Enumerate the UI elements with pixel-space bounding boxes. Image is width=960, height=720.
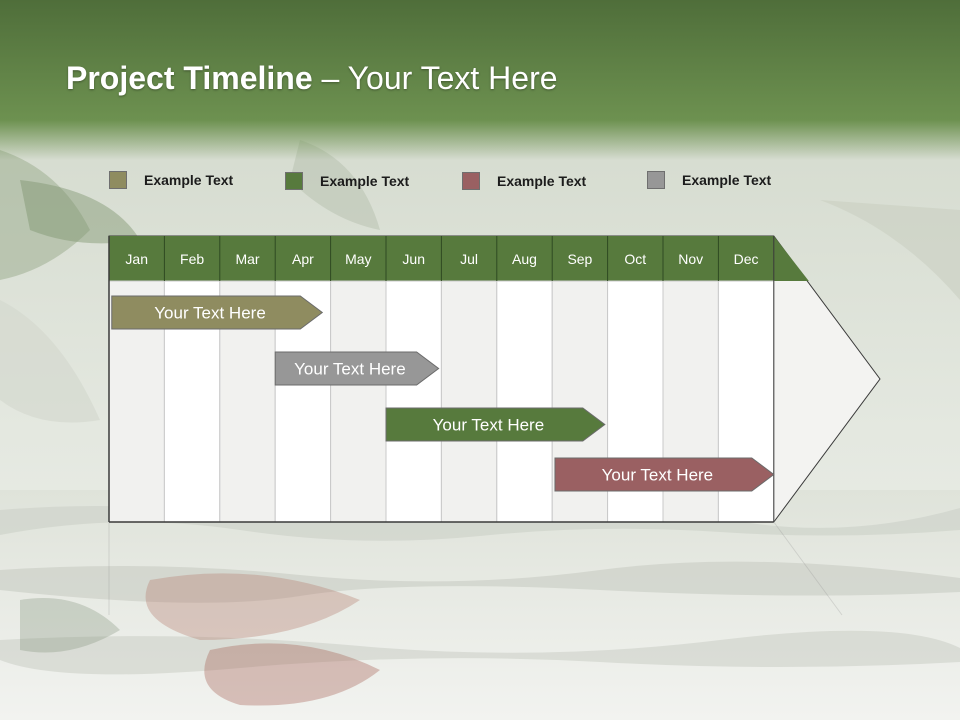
legend-item-3: Example Text: [462, 172, 586, 190]
legend-item-2: Example Text: [285, 172, 409, 190]
legend-swatch: [109, 171, 127, 189]
task-label: Your Text Here: [294, 360, 406, 379]
slide-title: Project Timeline – Your Text Here: [66, 60, 558, 97]
task-arrow-shape: [111, 295, 324, 330]
month-column: [440, 280, 498, 523]
title-rest: – Your Text Here: [312, 60, 558, 96]
task-label: Your Text Here: [154, 304, 266, 323]
legend-item-1: Example Text: [109, 171, 233, 189]
task-label: Your Text Here: [433, 416, 545, 435]
legend-swatch: [647, 171, 665, 189]
month-label: Nov: [678, 251, 703, 267]
month-label: Oct: [624, 251, 646, 267]
month-label: Dec: [734, 251, 759, 267]
month-label: Sep: [567, 251, 592, 267]
task-arrow: Your Text Here: [111, 295, 324, 330]
month-column: [385, 280, 442, 523]
month-label: Mar: [235, 251, 259, 267]
month-column: [330, 280, 387, 523]
timeline-reflection: [108, 521, 843, 616]
legend-swatch: [462, 172, 480, 190]
legend-label: Example Text: [144, 172, 234, 188]
legend-label: Example Text: [682, 172, 772, 188]
task-label: Your Text Here: [602, 466, 714, 485]
timeline-header-band: [109, 236, 809, 281]
legend-swatch: [285, 172, 303, 190]
month-label: Jan: [125, 251, 148, 267]
legend-item-4: Example Text: [647, 171, 771, 189]
month-label: Aug: [512, 251, 537, 267]
legend-label: Example Text: [320, 173, 410, 189]
month-label: Jul: [460, 251, 478, 267]
task-arrow: Your Text Here: [385, 407, 606, 442]
task-arrow-shape: [385, 407, 606, 442]
task-arrow: Your Text Here: [274, 351, 440, 386]
task-arrow: Your Text Here: [554, 457, 775, 492]
month-label: May: [345, 251, 371, 267]
task-arrow-shape: [554, 457, 775, 492]
month-label: Jun: [402, 251, 425, 267]
month-column: [496, 280, 553, 523]
title-bold: Project Timeline: [66, 60, 313, 96]
month-label: Feb: [180, 251, 204, 267]
reflection-line: [773, 521, 843, 616]
task-arrow-shape: [274, 351, 440, 386]
legend-label: Example Text: [497, 173, 587, 189]
month-label: Apr: [292, 251, 314, 267]
